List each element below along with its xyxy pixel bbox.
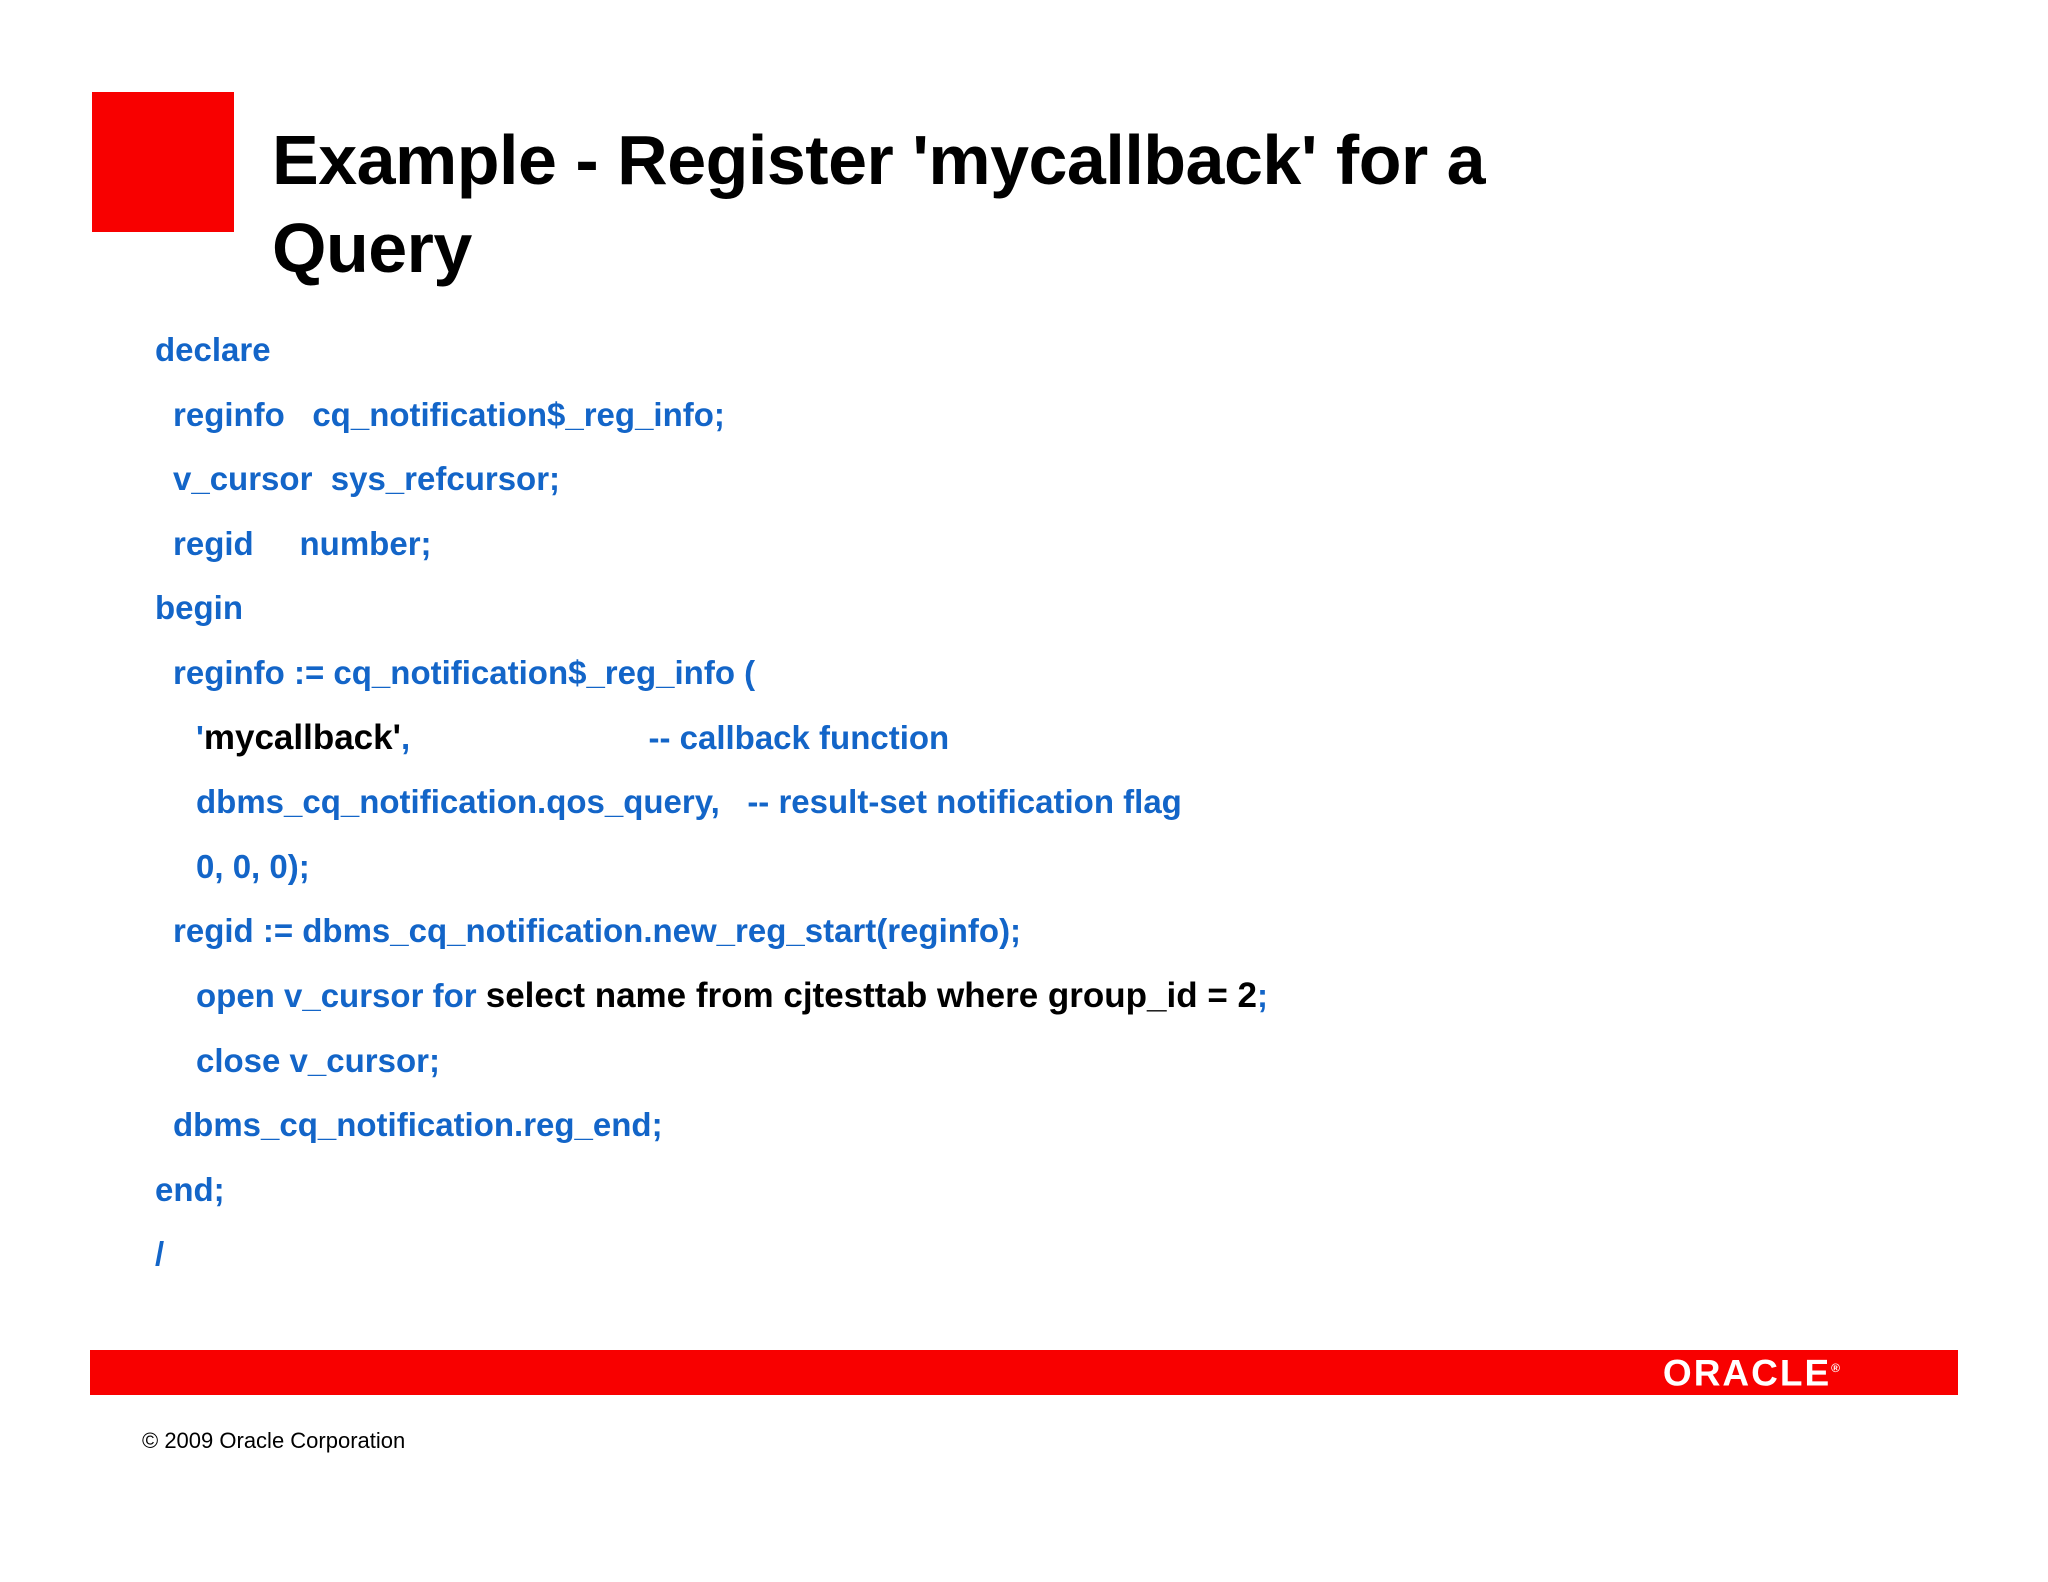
page-title: Example - Register 'mycallback' for a Qu… — [272, 116, 1486, 292]
code-segment: end; — [155, 1170, 225, 1208]
code-segment: open v_cursor for — [196, 976, 486, 1014]
code-segment: ' — [196, 718, 204, 756]
copyright-text: © 2009 Oracle Corporation — [142, 1428, 406, 1453]
code-line: 0, 0, 0); — [155, 835, 1268, 900]
registered-mark-icon: ® — [1831, 1360, 1840, 1375]
code-line: declare — [155, 318, 1268, 383]
code-segment: declare — [155, 331, 271, 368]
code-segment: dbms_cq_notification.qos_query, -- resul… — [196, 783, 1182, 821]
code-segment: select name from cjtesttab where group_i… — [485, 975, 1257, 1015]
footer-bar: ORACLE® — [90, 1350, 1958, 1395]
code-line: regid := dbms_cq_notification.new_reg_st… — [155, 899, 1268, 964]
page-title-line1: Example - Register 'mycallback' for a — [272, 121, 1486, 199]
code-segment: / — [155, 1235, 165, 1273]
code-segment: dbms_cq_notification.reg_end; — [173, 1106, 663, 1144]
code-segment: , -- callback function — [400, 718, 950, 756]
code-segment: close v_cursor; — [196, 1041, 440, 1079]
code-line: v_cursor sys_refcursor; — [155, 447, 1268, 512]
code-line: open v_cursor for select name from cjtes… — [155, 964, 1268, 1029]
code-line: begin — [155, 576, 1268, 641]
code-segment: mycallback' — [203, 717, 401, 757]
page-title-line2: Query — [272, 209, 472, 287]
code-line: dbms_cq_notification.reg_end; — [155, 1093, 1268, 1158]
code-segment: 0, 0, 0); — [196, 847, 310, 885]
code-segment: begin — [155, 589, 243, 627]
code-segment: regid number; — [173, 524, 432, 562]
code-segment: reginfo cq_notification$_reg_info; — [173, 395, 725, 433]
code-segment: regid := dbms_cq_notification.new_reg_st… — [173, 912, 1022, 950]
code-segment: reginfo := cq_notification$_reg_info ( — [173, 653, 756, 691]
oracle-logo: ORACLE® — [1663, 1354, 1840, 1391]
title-accent-square — [92, 92, 234, 232]
code-segment: ; — [1256, 976, 1268, 1014]
code-line: / — [155, 1222, 1268, 1287]
oracle-logo-text: ORACLE — [1662, 1352, 1832, 1393]
code-line: end; — [155, 1158, 1268, 1223]
code-line: close v_cursor; — [155, 1029, 1268, 1094]
code-line: 'mycallback', -- callback function — [155, 706, 1268, 771]
code-line: reginfo cq_notification$_reg_info; — [155, 383, 1268, 448]
code-block: declare reginfo cq_notification$_reg_info… — [155, 318, 1268, 1287]
code-line: reginfo := cq_notification$_reg_info ( — [155, 641, 1268, 706]
code-segment: v_cursor sys_refcursor; — [173, 460, 561, 498]
code-line: regid number; — [155, 512, 1268, 577]
code-line: dbms_cq_notification.qos_query, -- resul… — [155, 770, 1268, 835]
